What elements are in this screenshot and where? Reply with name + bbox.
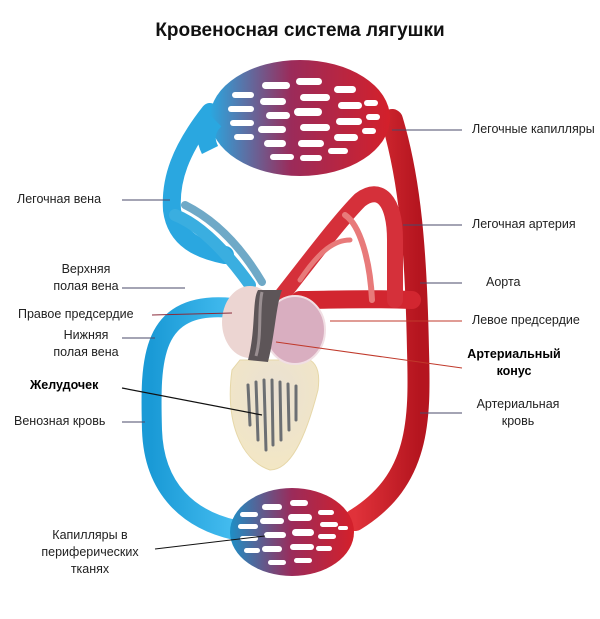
label-ventricle: Желудочек	[30, 378, 99, 392]
label-venous-blood: Венозная кровь	[14, 414, 106, 428]
label-inferior-vena-cava: Нижняя полая вена	[38, 327, 134, 361]
peripheral-capillary-bed	[230, 488, 354, 576]
label-arterial-cone-line1: Артериальный	[467, 347, 561, 361]
arterial-vessel-right	[344, 109, 430, 531]
label-peripheral-capillaries-line1: Капилляры в	[52, 528, 128, 542]
label-arterial-blood-line1: Артериальная	[476, 397, 560, 411]
label-superior-vena-cava: Верхняя полая вена	[38, 261, 134, 295]
label-arterial-cone: Артериальный конус	[458, 346, 570, 380]
ventricle-shape	[229, 359, 320, 471]
label-superior-vena-cava-line2: полая вена	[53, 279, 119, 293]
label-inferior-vena-cava-line1: Нижняя	[63, 328, 109, 342]
heart	[222, 286, 326, 471]
label-arterial-blood: Артериальная кровь	[462, 396, 574, 430]
label-pulmonary-vein: Легочная вена	[17, 192, 102, 206]
label-inferior-vena-cava-line2: полая вена	[53, 345, 119, 359]
label-arterial-cone-line2: конус	[496, 364, 532, 378]
label-right-atrium: Правое предсердие	[18, 307, 134, 321]
arterial-cone-shape	[248, 290, 282, 362]
pulmonary-capillary-bed	[197, 60, 390, 176]
label-peripheral-capillaries-line2: периферических	[41, 545, 139, 559]
label-pulmonary-artery: Легочная артерия	[472, 217, 576, 231]
label-pulmonary-capillaries: Легочные капилляры	[472, 122, 595, 136]
label-peripheral-capillaries: Капилляры в периферических тканях	[30, 527, 150, 578]
leader-lines	[122, 129, 462, 423]
venous-vessel-left	[141, 297, 245, 540]
label-left-atrium: Левое предсердие	[472, 313, 580, 327]
pulmonary-artery-vessel	[272, 186, 403, 308]
label-arterial-blood-line2: кровь	[501, 414, 535, 428]
diagram-title: Кровеносная система лягушки	[155, 20, 445, 41]
label-aorta: Аорта	[486, 275, 521, 289]
label-superior-vena-cava-line1: Верхняя	[61, 262, 111, 276]
label-peripheral-capillaries-line3: тканях	[70, 562, 110, 576]
